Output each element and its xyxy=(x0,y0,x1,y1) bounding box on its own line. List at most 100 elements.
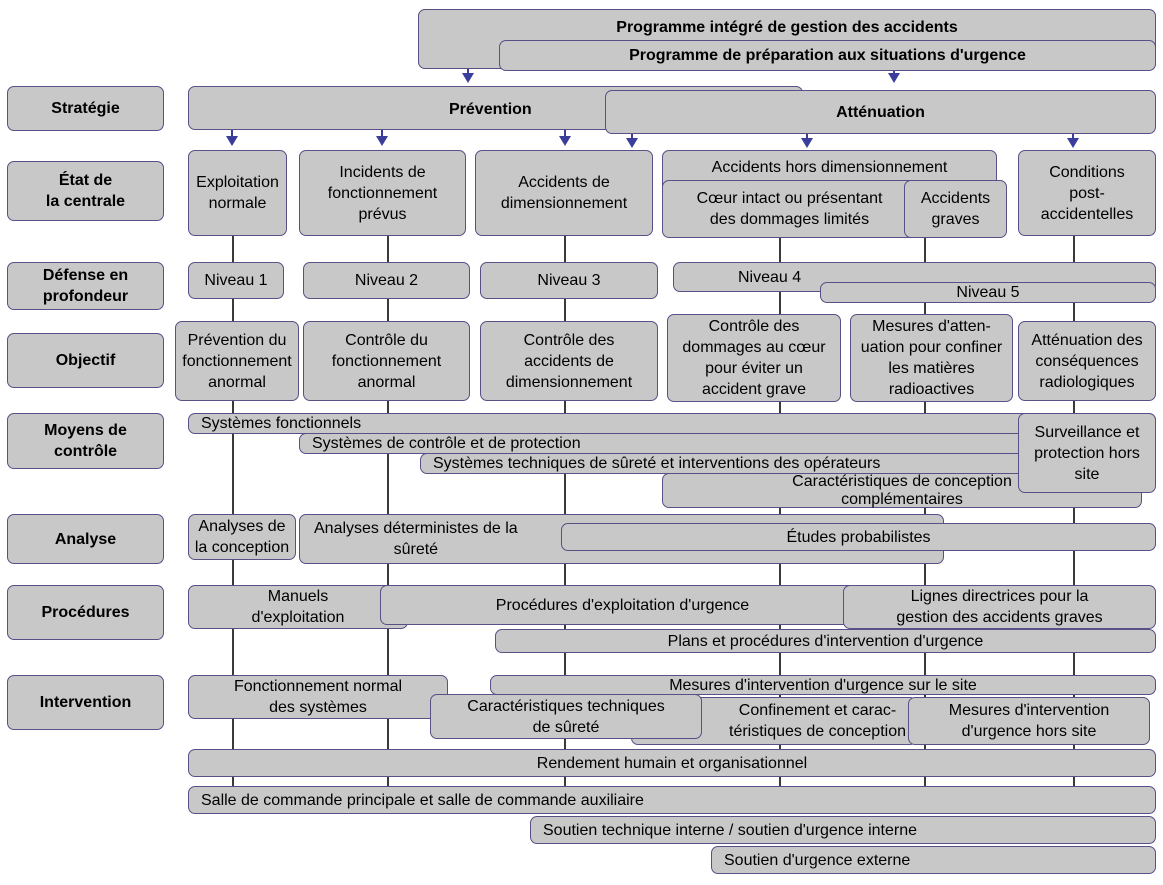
strategie-attenuation-text: Atténuation xyxy=(836,103,925,121)
arrow-to-etat-6 xyxy=(1067,138,1079,148)
procedures-lignes-text: Lignes directrices pour la gestion des a… xyxy=(896,588,1103,626)
arrow-to-etat-2 xyxy=(376,136,388,146)
intervention-caract-surete: Caractéristiques techniques de sûreté xyxy=(430,694,702,739)
etat-coeur: Cœur intact ou présentant des dommages l… xyxy=(662,180,917,238)
intervention-confinement-text: Confinement et carac- téristiques de con… xyxy=(729,702,906,740)
row-label-analyse: Analyse xyxy=(7,514,164,564)
objectif-o5-text: Mesures d'atten- uation pour confiner le… xyxy=(860,318,1003,398)
etat-coeur-text: Cœur intact ou présentant des dommages l… xyxy=(696,190,883,228)
defense-n3-text: Niveau 3 xyxy=(537,272,601,289)
objectif-o1-text: Prévention du fonctionnement anormal xyxy=(182,331,292,391)
intervention-caract-surete-text: Caractéristiques techniques de sûreté xyxy=(467,697,665,736)
objectif-o3: Contrôle des accidents de dimensionnemen… xyxy=(480,321,658,401)
rendement-bar: Rendement humain et organisationnel xyxy=(188,749,1156,777)
objectif-o3-text: Contrôle des accidents de dimensionnemen… xyxy=(505,331,633,391)
moyens-fonctionnels-text: Systèmes fonctionnels xyxy=(201,415,362,432)
etat-graves-text: Accidents graves xyxy=(920,190,991,228)
row-labels-etat-text: État de la centrale xyxy=(45,172,126,210)
procedures-manuels-text: Manuels d'exploitation xyxy=(251,588,345,626)
arrow-to-etat-3-stem xyxy=(564,130,566,137)
arrow-to-etat-2-stem xyxy=(381,130,383,137)
bottom-rendement-text: Rendement humain et organisationnel xyxy=(536,754,808,772)
etat-accidents-dim: Accidents de dimensionnement xyxy=(475,150,653,236)
analyse-probabilistes: Études probabilistes xyxy=(561,523,1156,551)
procedures-urgence-text: Procédures d'exploitation d'urgence xyxy=(495,596,750,614)
etat-post: Conditions post- accidentelles xyxy=(1018,150,1156,236)
etat-incidents-text: Incidents de fonctionnement prévus xyxy=(327,163,438,223)
moyens-surveillance-text: Surveillance et protection hors site xyxy=(1034,423,1140,483)
moyens-controle-text: Systèmes de contrôle et de protection xyxy=(312,435,581,452)
bottom-soutien-externe-text: Soutien d'urgence externe xyxy=(724,851,911,869)
analyse-conception-text: Analyses de la conception xyxy=(194,518,290,556)
arrow-to-etat-5-stem xyxy=(806,134,808,138)
program-preparation-box: Programme de préparation aux situations … xyxy=(499,40,1156,71)
intervention-hors-site-text: Mesures d'intervention d'urgence hors si… xyxy=(948,702,1110,740)
row-label-defense: Défense en profondeur xyxy=(7,262,164,310)
etat-graves: Accidents graves xyxy=(904,180,1007,238)
procedures-plans-text: Plans et procédures d'intervention d'urg… xyxy=(667,632,984,650)
arrow-program-to-prevention-stem xyxy=(467,69,469,75)
procedures-lignes: Lignes directrices pour la gestion des a… xyxy=(843,585,1156,629)
etat-exploitation-text: Exploitation normale xyxy=(196,174,279,212)
intervention-mesures-site: Mesures d'intervention d'urgence sur le … xyxy=(490,675,1156,695)
intervention-fonctionnement-text: Fonctionnement normal des systèmes xyxy=(233,678,403,716)
strategie-attenuation: Atténuation xyxy=(605,90,1156,134)
intervention-hors-site: Mesures d'intervention d'urgence hors si… xyxy=(908,697,1150,745)
objectif-o6-text: Atténuation des conséquences radiologiqu… xyxy=(1031,331,1143,391)
moyens-surveillance: Surveillance et protection hors site xyxy=(1018,413,1156,493)
objectif-o2: Contrôle du fonctionnement anormal xyxy=(303,321,470,401)
arrow-to-etat-6-stem xyxy=(1072,134,1074,138)
defense-n4-text: Niveau 4 xyxy=(738,268,802,286)
row-label-objectif: Objectif xyxy=(7,333,164,388)
etat-post-text: Conditions post- accidentelles xyxy=(1040,163,1134,223)
arrow-to-etat-3 xyxy=(559,136,571,146)
etat-hors-dim-text: Accidents hors dimensionnement xyxy=(711,159,948,176)
objectif-o5: Mesures d'atten- uation pour confiner le… xyxy=(850,314,1013,402)
objectif-o4: Contrôle des dommages au cœur pour évite… xyxy=(667,314,841,402)
procedures-manuels: Manuels d'exploitation xyxy=(188,585,408,629)
row-labels-defense-text: Défense en profondeur xyxy=(42,267,129,305)
analyse-conception: Analyses de la conception xyxy=(188,514,296,560)
program-integrated-label: Programme intégré de gestion des acciden… xyxy=(616,19,958,36)
objectif-o2-text: Contrôle du fonctionnement anormal xyxy=(331,331,442,391)
row-label-moyens: Moyens de contrôle xyxy=(7,413,164,469)
arrow-program-to-attenuation xyxy=(888,73,900,83)
defense-n1-text: Niveau 1 xyxy=(204,272,268,289)
etat-exploitation: Exploitation normale xyxy=(188,150,287,236)
row-labels-procedures-text: Procédures xyxy=(41,604,130,621)
soutien-externe-bar: Soutien d'urgence externe xyxy=(711,846,1156,874)
row-label-strategie: Stratégie xyxy=(7,86,164,131)
arrow-to-etat-4 xyxy=(626,138,638,148)
arrow-program-to-prevention xyxy=(462,73,474,83)
intervention-mesures-site-text: Mesures d'intervention d'urgence sur le … xyxy=(669,676,977,694)
arrow-to-etat-1-stem xyxy=(231,130,233,137)
row-labels-strategie-text: Stratégie xyxy=(51,100,120,117)
salle-bar: Salle de commande principale et salle de… xyxy=(188,786,1156,814)
defense-n2: Niveau 2 xyxy=(303,262,470,299)
row-label-intervention: Intervention xyxy=(7,675,164,730)
moyens-techniques-text: Systèmes techniques de sûreté et interve… xyxy=(433,455,881,472)
defense-n1: Niveau 1 xyxy=(188,262,284,299)
program-preparation-label: Programme de préparation aux situations … xyxy=(629,47,1026,64)
bottom-soutien-interne-text: Soutien technique interne / soutien d'ur… xyxy=(543,821,917,839)
defense-n5-text: Niveau 5 xyxy=(956,284,1020,301)
column-line-6 xyxy=(1073,236,1075,796)
objectif-o6: Atténuation des conséquences radiologiqu… xyxy=(1018,321,1156,401)
strategie-prevention-text: Prévention xyxy=(449,101,532,118)
defense-n3: Niveau 3 xyxy=(480,262,658,299)
objectif-o4-text: Contrôle des dommages au cœur pour évite… xyxy=(682,318,826,398)
objectif-o1: Prévention du fonctionnement anormal xyxy=(175,321,299,401)
row-labels-objectif-text: Objectif xyxy=(55,352,116,369)
defense-n5: Niveau 5 xyxy=(820,282,1156,303)
etat-incidents: Incidents de fonctionnement prévus xyxy=(299,150,466,236)
moyens-caracteristiques-text: Caractéristiques de conception complémen… xyxy=(792,472,1012,508)
arrow-to-etat-1 xyxy=(226,136,238,146)
row-label-etat: État de la centrale xyxy=(7,161,164,221)
row-labels-analyse-text: Analyse xyxy=(54,530,117,548)
analyse-probabilistes-text: Études probabilistes xyxy=(786,528,931,546)
procedures-plans: Plans et procédures d'intervention d'urg… xyxy=(495,629,1156,653)
row-label-procedures: Procédures xyxy=(7,585,164,640)
soutien-interne-bar: Soutien technique interne / soutien d'ur… xyxy=(530,816,1156,844)
bottom-salle-text: Salle de commande principale et salle de… xyxy=(201,791,644,809)
arrow-to-etat-4-stem xyxy=(631,134,633,138)
